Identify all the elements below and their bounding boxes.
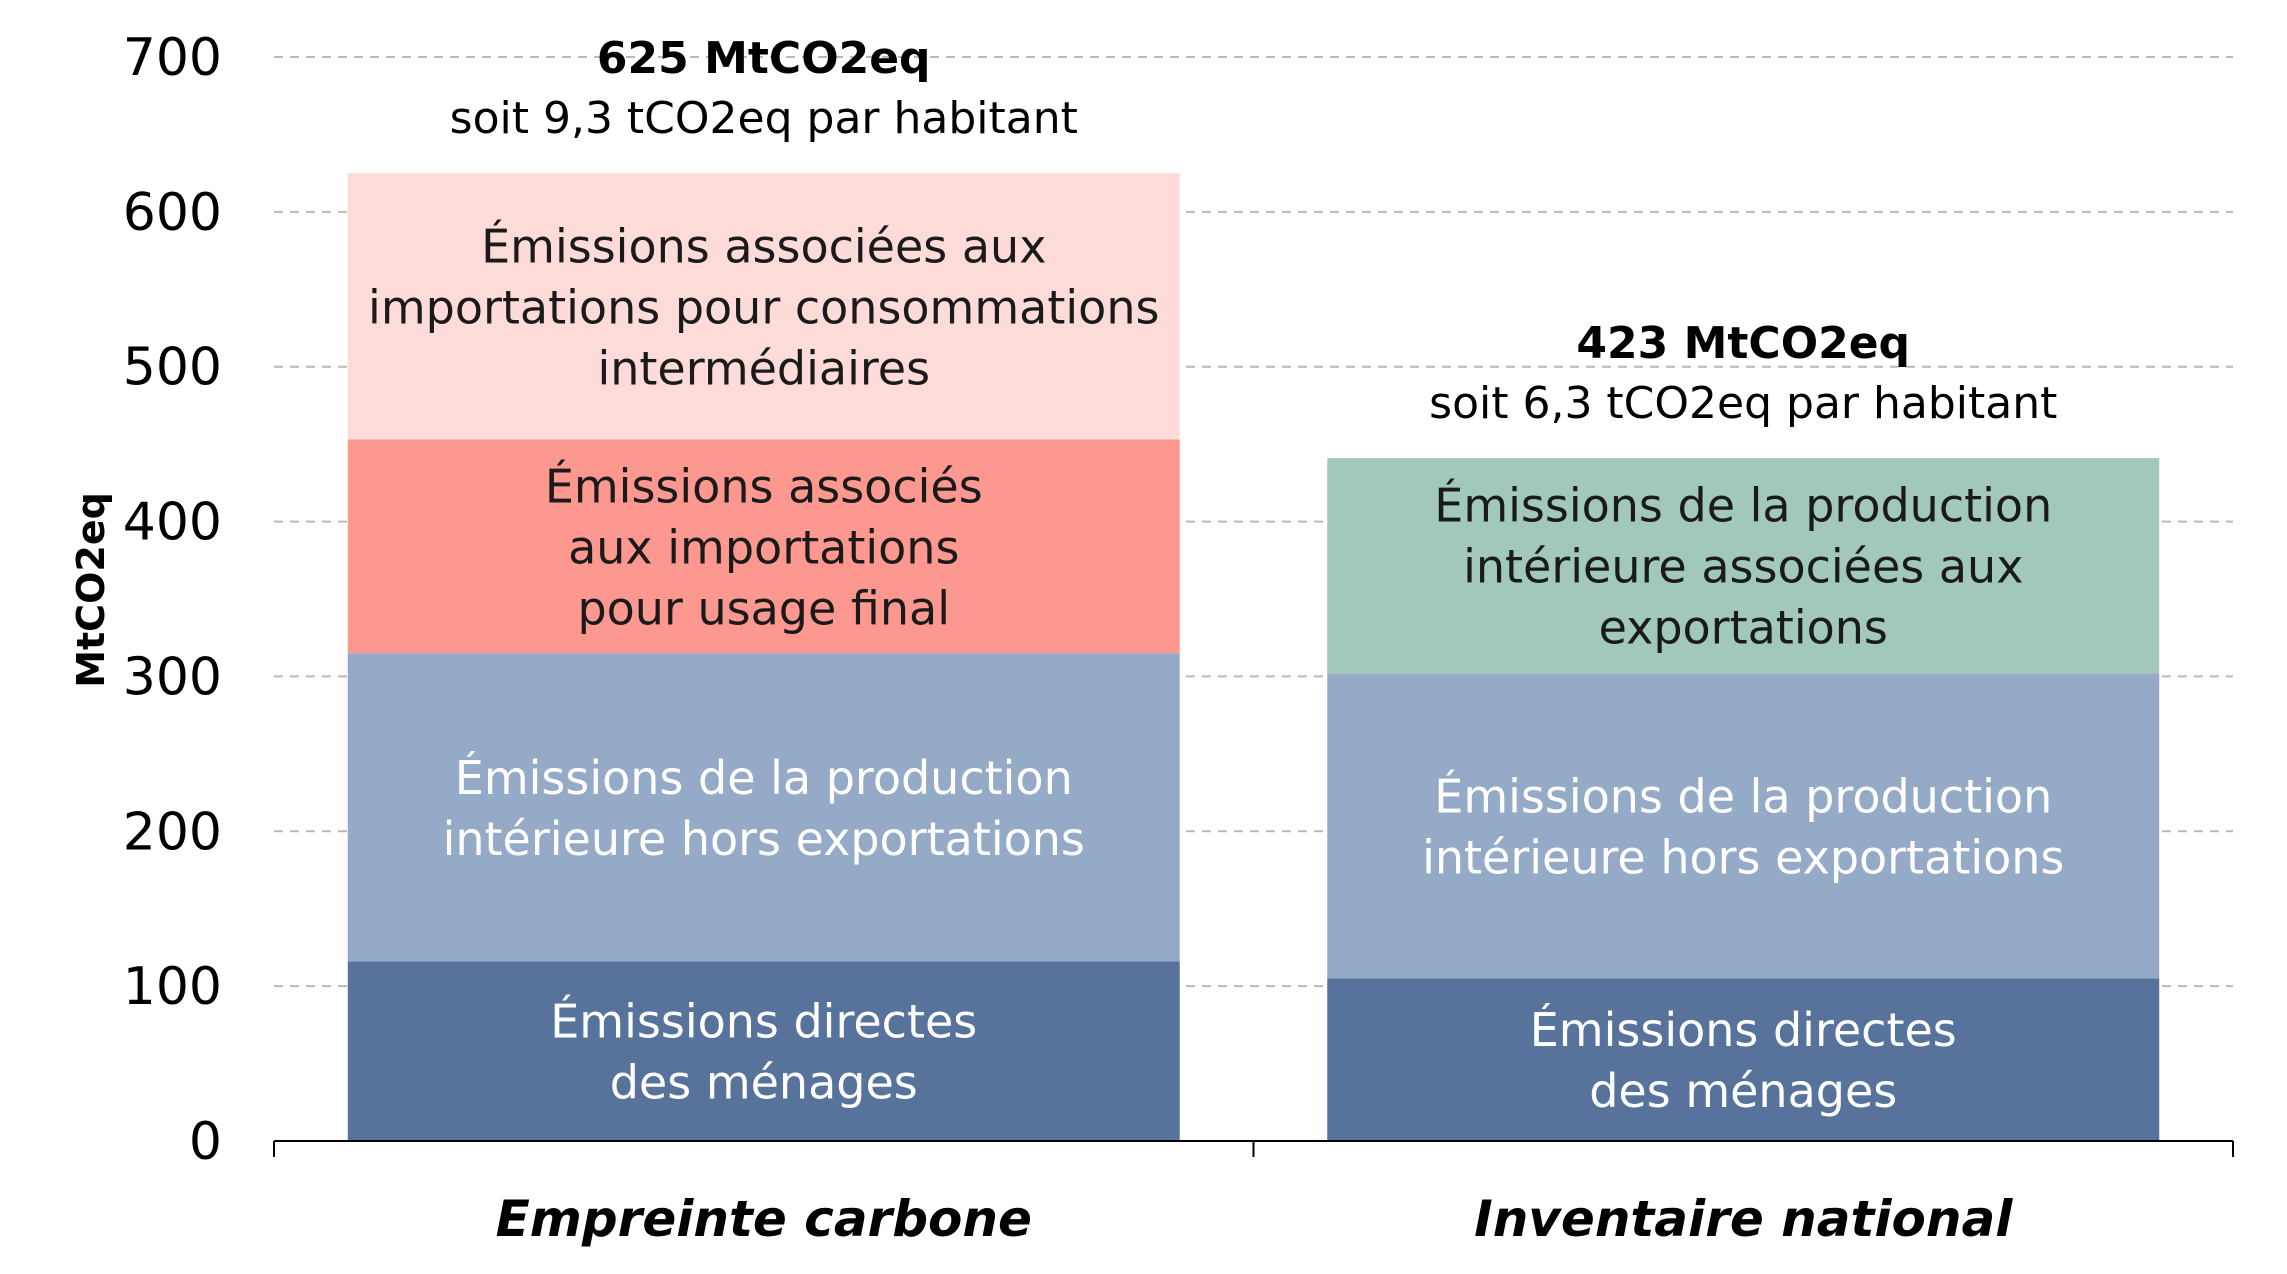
segment-label: Émissions directes bbox=[1530, 1003, 1957, 1057]
segment-label: Émissions associées aux bbox=[481, 219, 1046, 273]
bar-segment bbox=[347, 653, 1180, 962]
x-category-label: Empreinte carbone bbox=[496, 1190, 1032, 1248]
segment-label: des ménages bbox=[1589, 1064, 1897, 1118]
y-tick-label: 0 bbox=[189, 1112, 222, 1172]
segment-label: Émissions de la production bbox=[1434, 769, 2052, 823]
segment-label: intérieure hors exportations bbox=[1422, 830, 2064, 884]
segment-label: Émissions directes bbox=[550, 995, 977, 1049]
segment-label: intermédiaires bbox=[597, 341, 930, 395]
y-tick-label: 600 bbox=[123, 183, 222, 243]
y-tick-label: 500 bbox=[123, 338, 222, 398]
bar-total-label: 625 MtCO2eq bbox=[597, 33, 931, 84]
segment-label: aux importations bbox=[568, 520, 959, 574]
bar-segment bbox=[1327, 978, 2160, 1141]
segment-label: des ménages bbox=[610, 1056, 918, 1110]
segment-label: importations pour consommations bbox=[368, 280, 1159, 334]
segment-label: pour usage final bbox=[577, 581, 950, 635]
y-tick-label: 100 bbox=[123, 957, 222, 1017]
y-axis-label: MtCO2eq bbox=[69, 492, 113, 688]
y-tick-label: 200 bbox=[123, 802, 222, 862]
bar-per-capita-label: soit 9,3 tCO2eq par habitant bbox=[450, 93, 1078, 144]
bar-segment bbox=[347, 961, 1180, 1141]
segment-label: intérieure associées aux bbox=[1463, 540, 2023, 594]
bar-segment bbox=[1327, 673, 2160, 979]
segment-label: Émissions associés bbox=[545, 459, 983, 513]
segment-label: intérieure hors exportations bbox=[443, 812, 1085, 866]
segment-label: Émissions de la production bbox=[1434, 479, 2052, 533]
y-tick-label: 400 bbox=[123, 493, 222, 553]
segment-label: exportations bbox=[1599, 601, 1888, 655]
bar-total-label: 423 MtCO2eq bbox=[1576, 318, 1910, 369]
bar-segment bbox=[347, 173, 1180, 440]
y-tick-label: 700 bbox=[123, 28, 222, 88]
bar-segment bbox=[1327, 458, 2160, 674]
bar-segment bbox=[347, 439, 1180, 654]
y-tick-label: 300 bbox=[123, 647, 222, 707]
bar-per-capita-label: soit 6,3 tCO2eq par habitant bbox=[1429, 378, 2057, 429]
segment-label: Émissions de la production bbox=[455, 751, 1073, 805]
x-category-label: Inventaire national bbox=[1474, 1190, 2013, 1248]
bars: Émissions directes des ménages Émissions d… bbox=[347, 33, 2160, 1141]
